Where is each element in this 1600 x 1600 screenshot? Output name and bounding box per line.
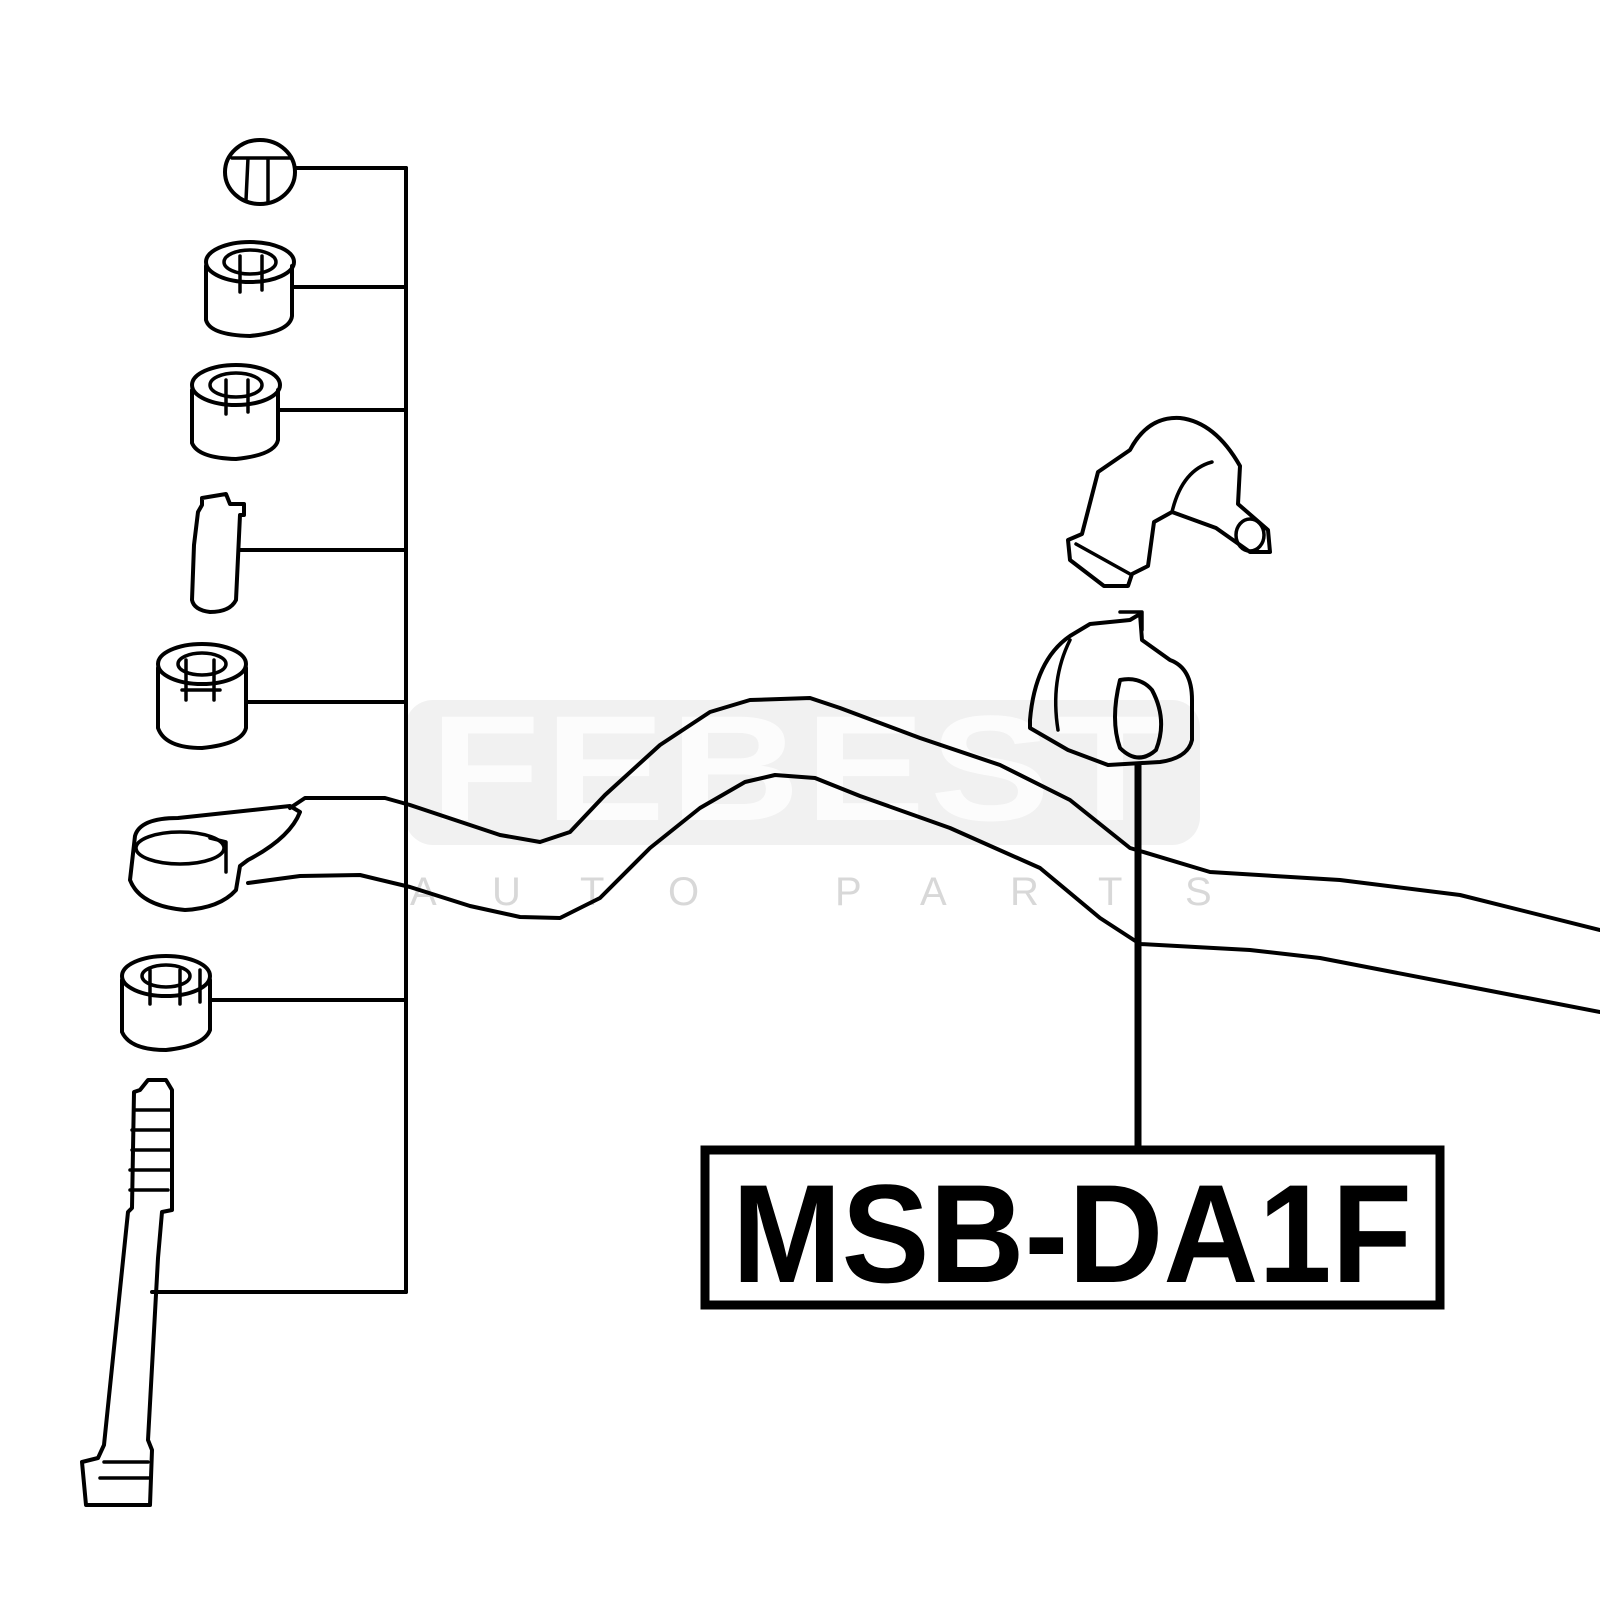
nut-detail xyxy=(230,156,292,205)
bar-eye-outline xyxy=(128,804,302,912)
label-box xyxy=(700,1145,1445,1310)
watermark-tagline: A U T O P A R T S xyxy=(410,870,1222,914)
bushing-detail xyxy=(180,658,222,702)
bushing-outline xyxy=(1028,612,1194,767)
watermark-badge xyxy=(405,700,1200,845)
watermark-letter: T xyxy=(1098,870,1132,914)
nut-outline xyxy=(223,138,297,206)
nut-part xyxy=(223,138,408,206)
bolt-head xyxy=(98,1460,152,1480)
watermark-letter: P xyxy=(835,870,872,914)
bushing-top xyxy=(120,954,212,998)
stabilizer-bar-lower-edge xyxy=(246,773,1600,1014)
sleeve-outline xyxy=(190,492,246,614)
bushing-body xyxy=(204,264,294,338)
bracket-outline xyxy=(1066,415,1272,588)
bushing-hole xyxy=(140,963,192,989)
bushing-lower-part xyxy=(120,954,408,1052)
bushing-bore xyxy=(1113,677,1164,760)
stabilizer-bar-upper-edge xyxy=(288,696,1600,932)
bushing-seam xyxy=(1053,638,1072,732)
watermark-letter: O xyxy=(668,870,709,914)
bushing-body xyxy=(120,978,212,1052)
bushing-detail xyxy=(148,968,202,1006)
part-number-text: MSB-DA1F xyxy=(732,1155,1412,1312)
bushing-hole xyxy=(176,651,228,677)
link-kit-parts xyxy=(80,138,408,1507)
bushing-detail xyxy=(238,254,264,294)
bracket-bolt-hole xyxy=(1234,517,1266,553)
spacer-sleeve-part xyxy=(190,492,408,614)
bushing-third-part xyxy=(156,642,408,750)
part-number-label: MSB-DA1F xyxy=(700,1145,1445,1312)
bushing-body xyxy=(190,388,280,461)
bushing-hole xyxy=(222,248,278,276)
stabilizer-bar xyxy=(246,696,1600,1014)
watermark-letter: U xyxy=(492,870,531,914)
bushing-detail xyxy=(224,378,250,416)
bar-eye-hole xyxy=(134,830,226,866)
watermark-letter: S xyxy=(1185,870,1222,914)
bracket-clamp-part xyxy=(1066,415,1272,588)
bushing-upper-part xyxy=(204,240,408,338)
watermark: FEBEST A U T O P A R T S xyxy=(405,684,1222,914)
watermark-letter: R xyxy=(1010,870,1049,914)
bar-eye-detail xyxy=(208,836,228,874)
bracket-flange xyxy=(1074,542,1132,576)
bushing-body xyxy=(156,666,248,750)
bushing-top xyxy=(156,642,248,686)
bushing-tab xyxy=(1118,610,1144,632)
bracket-inner-curve xyxy=(1170,460,1214,514)
bushing-hole xyxy=(208,371,264,399)
bushing-top xyxy=(204,240,296,284)
bar-end-eye-part xyxy=(128,804,302,912)
bolt-thread xyxy=(128,1108,174,1192)
bushing-second-part xyxy=(190,363,408,461)
watermark-letter: A xyxy=(920,870,957,914)
watermark-brand: FEBEST xyxy=(430,684,1170,852)
bushing-top xyxy=(190,363,282,407)
bolt-part xyxy=(80,1078,408,1507)
stabilizer-bushing-part xyxy=(1028,610,1194,767)
